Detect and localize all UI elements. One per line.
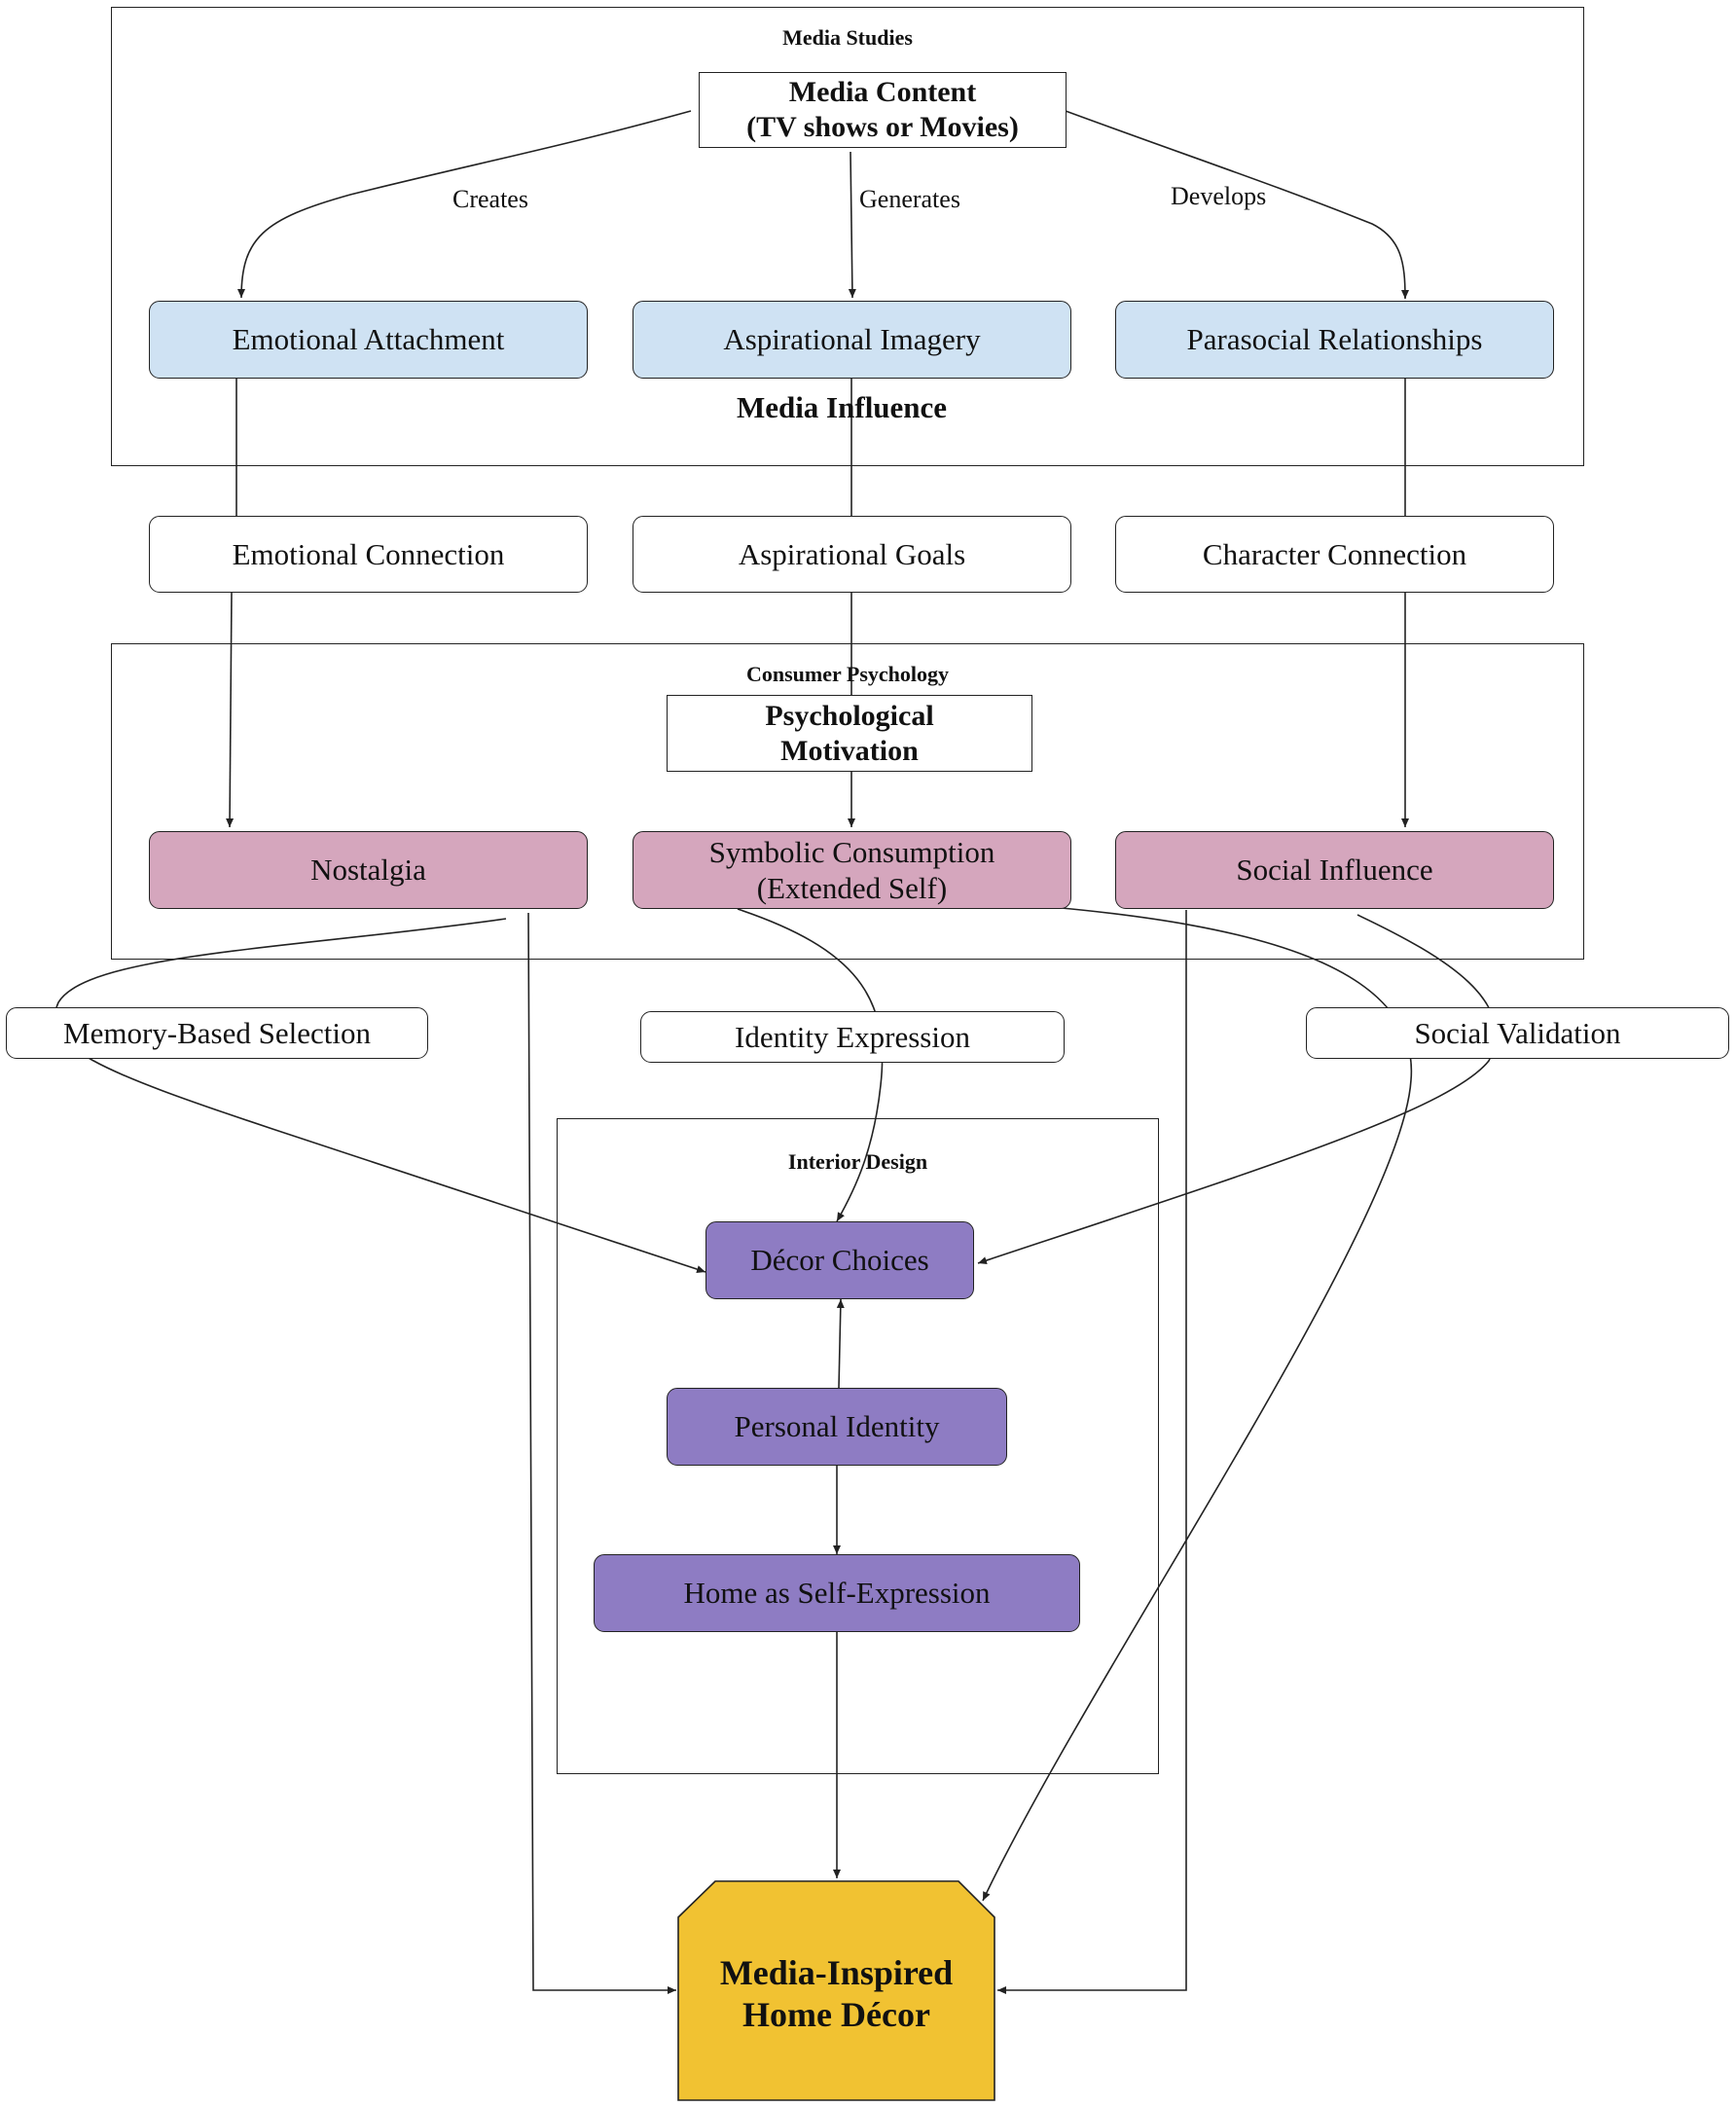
edge-creates	[237, 110, 692, 299]
edge-symbolic-final	[982, 906, 1413, 1902]
edge-develops	[1065, 110, 1406, 299]
edge-label-develops: Develops	[1171, 182, 1267, 210]
home-self-expression-node[interactable]: Home as Self-Expression	[594, 1554, 1080, 1632]
media-content-node[interactable]: Media Content (TV shows or Movies)	[699, 72, 1067, 148]
psychological-motivation-node[interactable]: Psychological Motivation	[667, 695, 1032, 772]
cluster-media-studies: Media Studies	[111, 7, 1584, 466]
cluster-title: Interior Design	[787, 1149, 928, 1174]
cluster-interior-design: Interior Design	[557, 1118, 1159, 1774]
memory-based-selection-node[interactable]: Memory-Based Selection	[6, 1007, 428, 1059]
edge-label-creates: Creates	[452, 185, 528, 213]
media-influence-label: Media Influence	[736, 390, 948, 424]
edge-nostalgia-final	[527, 912, 676, 1994]
edge-label-generates: Generates	[859, 185, 960, 213]
personal-identity-node[interactable]: Personal Identity	[667, 1388, 1007, 1466]
edge-social-decor	[977, 914, 1497, 1264]
cluster-title: Consumer Psychology	[746, 662, 949, 686]
aspirational-imagery-node[interactable]: Aspirational Imagery	[633, 301, 1071, 379]
edge-symbolic-decor	[737, 908, 884, 1222]
media-inspired-home-decor-label: Media-Inspired Home Décor	[719, 1953, 954, 2035]
emotional-attachment-node[interactable]: Emotional Attachment	[149, 301, 588, 379]
emotional-connection-node[interactable]: Emotional Connection	[149, 516, 588, 593]
cluster-consumer-psychology: Consumer Psychology	[111, 643, 1584, 960]
edge-connection-nostalgia	[226, 591, 235, 828]
aspirational-goals-node[interactable]: Aspirational Goals	[633, 516, 1071, 593]
parasocial-relationships-node[interactable]: Parasocial Relationships	[1115, 301, 1554, 379]
character-connection-node[interactable]: Character Connection	[1115, 516, 1554, 593]
edge-social-final	[997, 910, 1187, 1994]
nostalgia-node[interactable]: Nostalgia	[149, 831, 588, 909]
identity-expression-node[interactable]: Identity Expression	[640, 1011, 1065, 1063]
cluster-title: Media Studies	[782, 25, 913, 50]
edge-nostalgia-decor	[54, 918, 706, 1273]
social-influence-node[interactable]: Social Influence	[1115, 831, 1554, 909]
decor-choices-node[interactable]: Décor Choices	[705, 1221, 974, 1299]
social-validation-node[interactable]: Social Validation	[1306, 1007, 1729, 1059]
symbolic-consumption-node[interactable]: Symbolic Consumption (Extended Self)	[633, 831, 1071, 909]
edge-identity-decor	[836, 1298, 845, 1389]
edge-generates	[848, 151, 856, 299]
